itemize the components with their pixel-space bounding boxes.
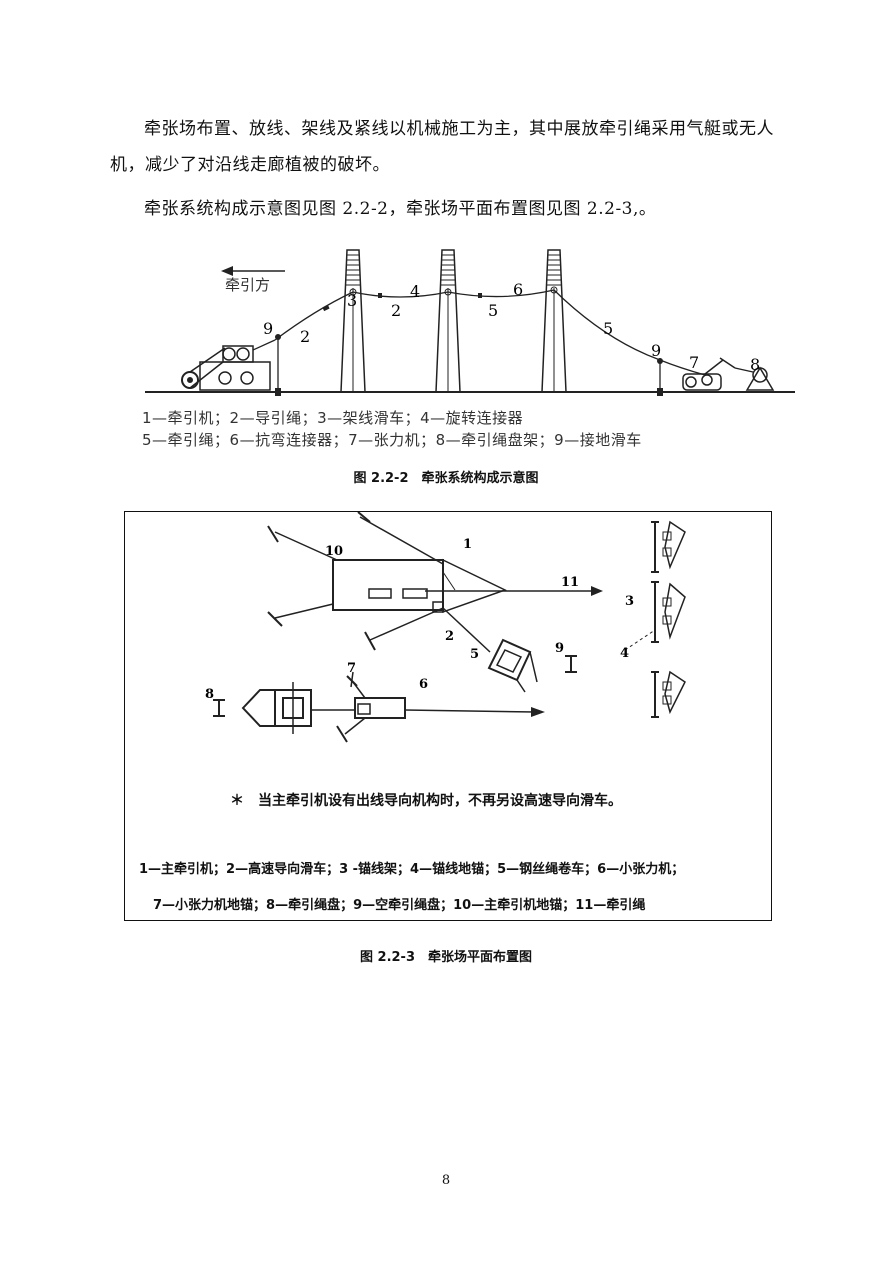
page-number: 8 xyxy=(441,1173,451,1188)
label-2: 2 xyxy=(445,629,454,644)
label-4: 4 xyxy=(620,646,629,661)
figure1-legend-line1: 1—牵引机；2—导引绳；3—架线滑车；4—旋转连接器 xyxy=(142,409,524,427)
reel-stand xyxy=(734,366,775,391)
label-8: 8 xyxy=(750,355,760,374)
puller-machine xyxy=(181,339,276,391)
label-9-left: 9 xyxy=(263,319,273,338)
figure-traction-system-diagram: 牵引方 xyxy=(145,249,795,396)
label-9: 9 xyxy=(555,641,564,656)
anchor-frames xyxy=(624,520,686,718)
empty-reel xyxy=(565,655,577,673)
label-9-right: 9 xyxy=(651,341,661,360)
label-1: 1 xyxy=(463,537,472,552)
rope-reel xyxy=(213,699,225,717)
paragraph-2: 牵张系统构成示意图见图 2.2-2，牵张场平面布置图见图 2.2-3,。 xyxy=(144,199,657,219)
wire-span-3 xyxy=(447,289,555,298)
label-10: 10 xyxy=(325,544,343,559)
reel-stand-left xyxy=(241,689,276,727)
label-3: 3 xyxy=(625,594,634,609)
wire-rope-reel-car xyxy=(487,638,532,682)
figure2-caption: 图 2.2-3 牵张场平面布置图 xyxy=(360,950,532,965)
label-6: 6 xyxy=(419,677,428,692)
label-5: 5 xyxy=(470,647,479,662)
label-6: 6 xyxy=(513,280,523,299)
tower-2 xyxy=(435,249,461,393)
site-layout-drawing: 1 10 11 2 5 9 3 4 7 6 8 xyxy=(205,512,686,743)
tensioner-machine xyxy=(682,357,736,391)
paragraph-1: 牵张场布置、放线、架线及紧线以机械施工为主，其中展放牵引绳采用气艇或无人机，减少… xyxy=(110,119,774,175)
tower-3 xyxy=(541,249,567,393)
figure-site-layout: 1 10 11 2 5 9 3 4 7 6 8 ＊ 当主牵引机设有出线导向机构时… xyxy=(124,511,772,921)
label-2-left: 2 xyxy=(300,327,310,346)
label-11: 11 xyxy=(561,575,579,590)
label-7: 7 xyxy=(347,661,356,676)
wire-span-1 xyxy=(274,291,354,341)
direction-label: 牵引方 xyxy=(225,276,270,294)
label-7: 7 xyxy=(689,353,699,372)
label-5-right: 5 xyxy=(603,319,613,338)
figure2-legend-line2: 7—小张力机地锚；8—牵引绳盘；9—空牵引绳盘；10—主牵引机地锚；11—牵引绳 xyxy=(153,898,646,913)
label-3: 3 xyxy=(347,291,357,310)
figure2-legend-line1: 1—主牵引机；2—高速导向滑车；3 -锚线架；4—锚线地锚；5—钢丝绳卷车；6—… xyxy=(139,862,685,877)
label-8: 8 xyxy=(205,687,214,702)
label-4: 4 xyxy=(410,282,420,301)
small-tensioner xyxy=(354,697,406,719)
wire-span-4 xyxy=(553,289,661,361)
label-5-mid: 5 xyxy=(488,301,498,320)
ground-pulley-left xyxy=(275,334,281,396)
wire-span-2 xyxy=(352,291,449,298)
figure2-note: ＊ 当主牵引机设有出线导向机构时，不再另设高速导向滑车。 xyxy=(230,793,622,809)
ground-pulley-right xyxy=(657,358,663,396)
tower-1 xyxy=(340,249,366,393)
label-2-mid: 2 xyxy=(391,301,401,320)
figure1-caption: 图 2.2-2 牵张系统构成示意图 xyxy=(353,471,539,486)
main-puller xyxy=(332,559,444,611)
direction-arrow xyxy=(221,266,285,276)
figure1-legend-line2: 5—牵引绳；6—抗弯连接器；7—张力机；8—牵引绳盘架；9—接地滑车 xyxy=(142,431,642,449)
